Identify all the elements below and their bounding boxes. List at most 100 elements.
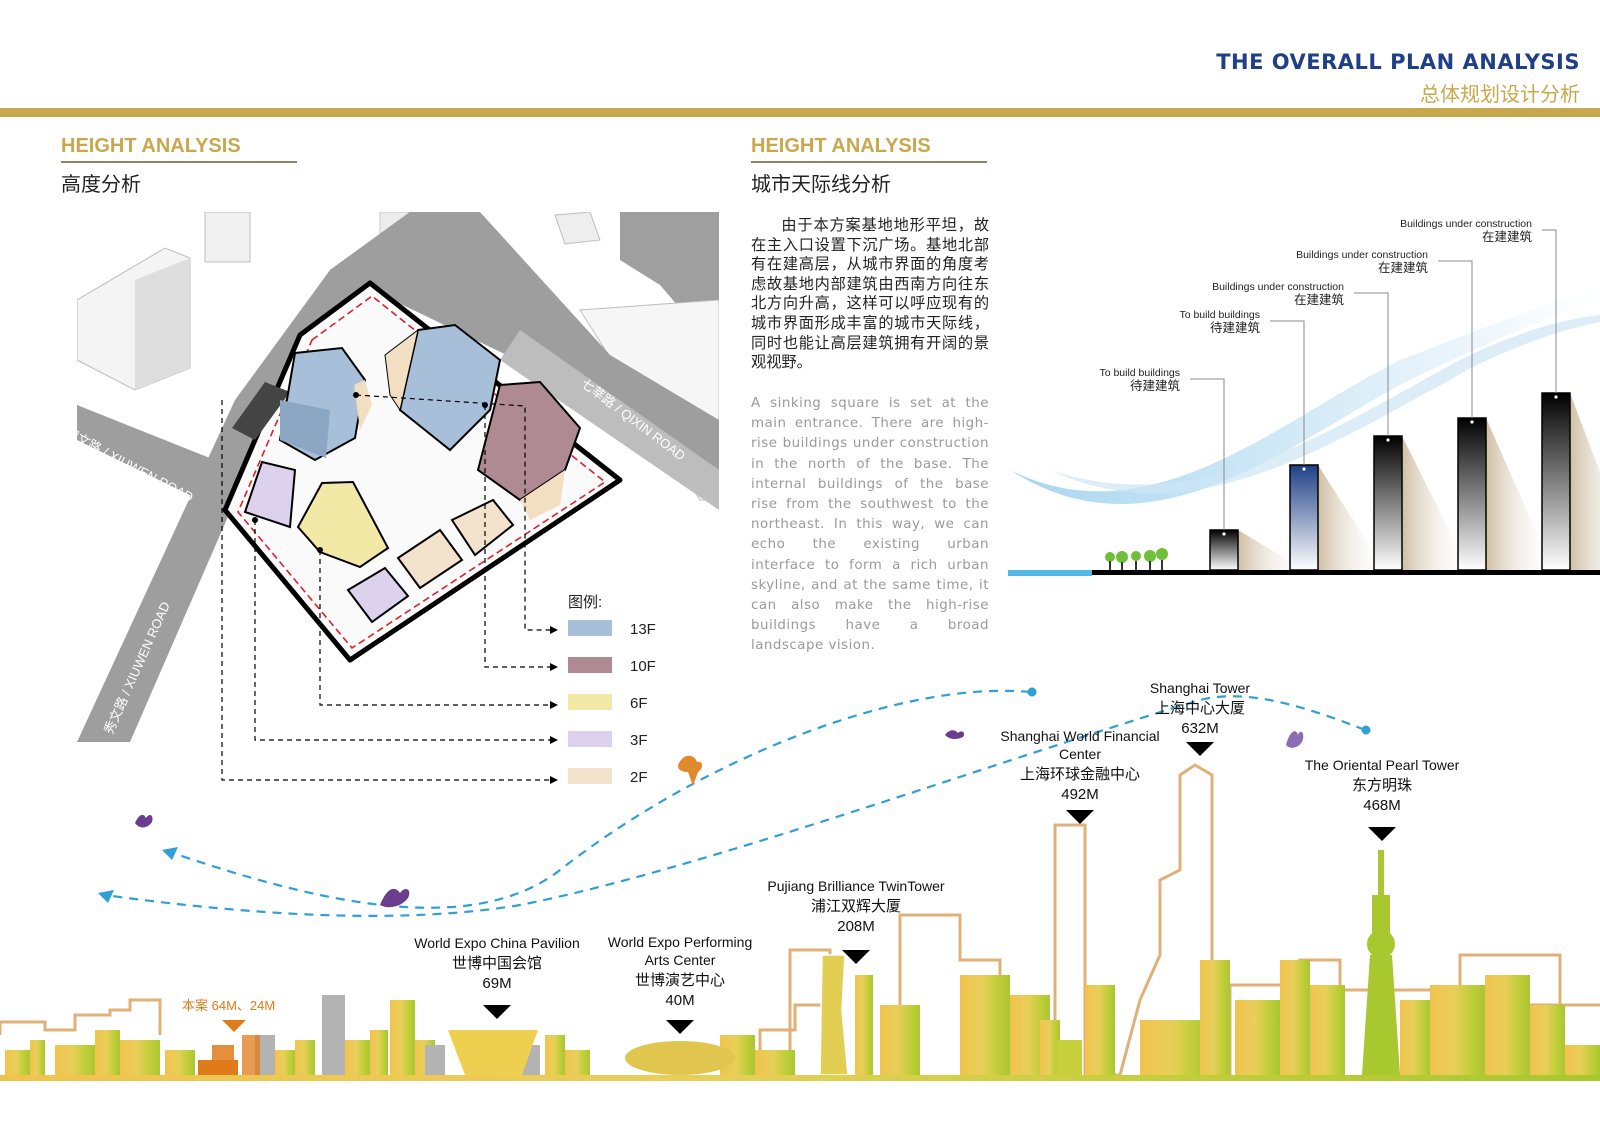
oriental-pearl-tower [1362, 850, 1400, 1075]
header-title-zh: 总体规划设计分析 [1420, 82, 1580, 106]
bar-shadow [1486, 418, 1553, 570]
bar-shadow [1238, 530, 1305, 570]
leader-2f [221, 400, 550, 781]
leader-13f [355, 394, 550, 631]
bar-label-zh: 待建建筑 [1210, 320, 1261, 335]
legend-label: 2F [630, 769, 648, 786]
bar-leader-line [1354, 292, 1389, 436]
block-3f-west [243, 460, 297, 529]
bar-label-zh: 在建建筑 [1482, 229, 1533, 244]
bar-label-en: Buildings under construction [1212, 281, 1344, 293]
landmark-name-zh: 浦江双辉大厦 [811, 898, 901, 915]
header-divider [0, 108, 1600, 117]
legend-label: 13F [630, 621, 656, 638]
bar-leader-line [1542, 229, 1557, 393]
bar-label-en: Buildings under construction [1400, 218, 1532, 230]
landmark-name-en: World Expo Performing [608, 934, 752, 950]
left-section-title-en: HEIGHT ANALYSIS [61, 135, 241, 157]
bar-shadow [1570, 393, 1600, 570]
landmark-marker [483, 1005, 511, 1019]
landmark-height: 208M [837, 918, 875, 935]
pujiang-twin-tower [819, 954, 849, 1076]
bar-label-zh: 在建建筑 [1378, 260, 1429, 275]
building-setback-line [237, 294, 607, 650]
bar-leader-line [1270, 320, 1305, 465]
landmark-marker [842, 950, 870, 964]
legend-label: 3F [630, 732, 648, 749]
legend-label: 10F [630, 658, 656, 675]
bar-shadow [1402, 436, 1469, 570]
flight-path-upper [169, 689, 1031, 909]
legend-title: 图例: [568, 594, 602, 611]
description-en: A sinking square is set at the main entr… [751, 396, 989, 654]
bar-label-en: To build buildings [1179, 309, 1260, 321]
landmark-height: 468M [1363, 797, 1401, 814]
road-xiuwen [77, 212, 440, 742]
ground-line [1092, 570, 1600, 575]
legend-swatch [568, 620, 612, 636]
bird-icon [678, 755, 703, 786]
bar-shadow [1318, 465, 1385, 570]
landmark-name-zh: 上海环球金融中心 [1020, 766, 1140, 783]
project-label: 本案 64M、24M [182, 998, 275, 1013]
swfc-outline [1053, 823, 1087, 1075]
project-buildings [198, 1035, 260, 1075]
landmark-name-zh: 世博演艺中心 [635, 972, 725, 989]
context-building-grey [620, 212, 719, 320]
bar-label-en: Buildings under construction [1296, 249, 1428, 261]
skyline-bar [1373, 435, 1403, 571]
left-section-underline [61, 161, 297, 163]
landmark-height: 69M [482, 975, 511, 992]
leader-6f [319, 550, 550, 706]
landmark-marker [1368, 827, 1396, 841]
water-line [1008, 570, 1092, 576]
shanghai-tower-outline [1090, 763, 1214, 1077]
landmark-name-en: Shanghai World Financial [1000, 728, 1159, 744]
bar-label-zh: 待建建筑 [1130, 378, 1181, 393]
description-zh: 由于本方案基地地形平坦，故在主入口设置下沉广场。基地北部有在建高层，从城市界面的… [751, 216, 989, 372]
block-2f-2 [450, 498, 515, 557]
landmark-marker [666, 1020, 694, 1034]
legend-swatch [568, 731, 612, 747]
legend-label: 6F [630, 695, 648, 712]
landmark-name-en: The Oriental Pearl Tower [1305, 757, 1460, 773]
landmark-name-en: World Expo China Pavilion [414, 935, 580, 951]
right-section-underline [751, 161, 987, 163]
legend-swatch [568, 694, 612, 710]
landmark-height: 492M [1061, 786, 1099, 803]
landmark-marker [1066, 810, 1094, 824]
performing-arts-center [625, 1041, 735, 1075]
trees [1105, 548, 1168, 570]
bar-leader-line [1438, 260, 1473, 418]
flight-path-lower [104, 695, 1366, 918]
block-6f [296, 480, 390, 569]
ground-strip [0, 1075, 1600, 1081]
block-3f-south [346, 566, 410, 624]
bird-icon [135, 730, 1304, 908]
skyline-bar [1289, 464, 1319, 571]
bar-label-zh: 在建建筑 [1294, 292, 1345, 307]
legend-swatch [568, 657, 612, 673]
skyline-bar [1209, 529, 1239, 571]
wind-wave [1010, 290, 1600, 504]
landmark-name-en: Center [1059, 746, 1101, 762]
landmark-height: 40M [665, 992, 694, 1009]
legend: 图例: 13F 10F 6F 3F 2F [568, 594, 656, 786]
project-marker [222, 1020, 246, 1032]
landmark-name-zh: 上海中心大厦 [1155, 700, 1245, 717]
header-title-en: THE OVERALL PLAN ANALYSIS [1216, 50, 1580, 74]
landmark-name-zh: 东方明珠 [1352, 777, 1412, 794]
legend-swatch [568, 768, 612, 784]
leader-3f [254, 520, 550, 741]
block-2f-1 [396, 528, 464, 590]
leader-10f [484, 405, 550, 668]
landmark-name-en: Shanghai Tower [1150, 680, 1250, 696]
landmark-name-en: Arts Center [645, 952, 716, 968]
china-pavilion [448, 1030, 538, 1075]
bar-label-en: To build buildings [1099, 367, 1180, 379]
landmark-height: 632M [1181, 720, 1219, 737]
right-section-title-zh: 城市天际线分析 [751, 172, 891, 196]
